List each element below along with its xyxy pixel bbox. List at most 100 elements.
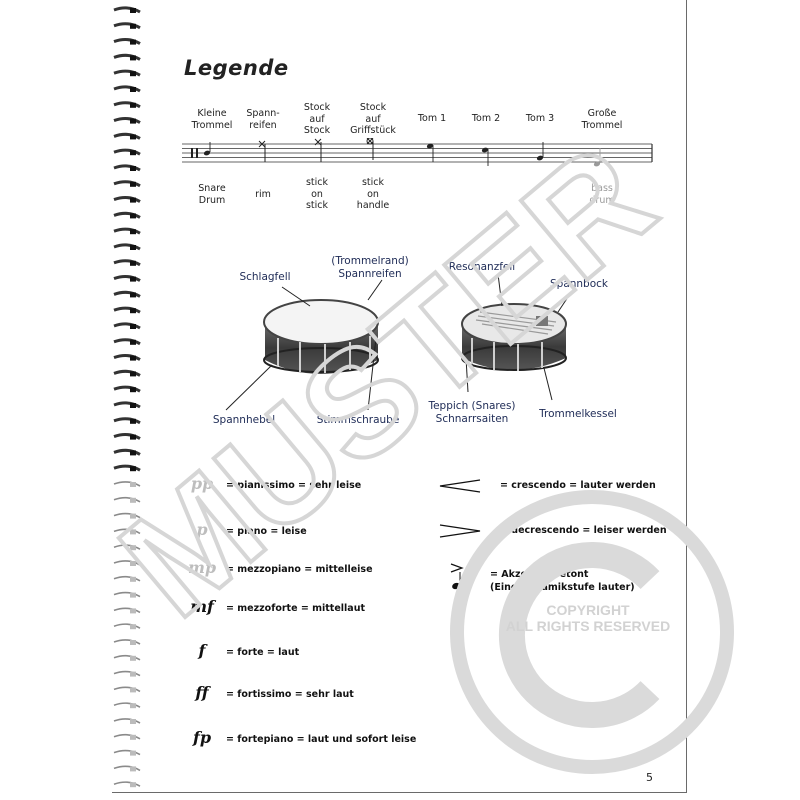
spiral-coil	[113, 623, 141, 629]
spiral-coil	[113, 132, 141, 140]
spiral-hole	[130, 355, 136, 361]
dynamic-symbol-pp: pp	[190, 474, 214, 493]
spiral-coil	[113, 749, 141, 756]
spiral-coil	[113, 560, 141, 566]
spiral-hole	[130, 71, 136, 77]
spiral-hole	[130, 229, 136, 235]
spiral-hole	[130, 8, 136, 13]
spiral-coil	[113, 322, 141, 330]
spiral-hole	[130, 308, 136, 314]
spiral-hole	[130, 482, 136, 487]
spiral-hole	[130, 181, 136, 187]
spiral-hole	[130, 150, 136, 156]
spiral-coil	[113, 639, 141, 645]
snare-drum-diagram	[225, 273, 571, 411]
spiral-hole	[130, 39, 136, 45]
spiral-hole	[130, 719, 136, 724]
dynamic-text-ff: = fortissimo = sehr laut	[226, 689, 354, 700]
spiral-coil	[113, 101, 141, 109]
spiral-coil	[113, 528, 141, 535]
spiral-coil	[113, 369, 141, 377]
label-snare-en: Snare Drum	[198, 183, 226, 206]
spiral-coil	[113, 686, 141, 693]
spiral-coil	[113, 481, 141, 487]
label-rim-de: Spann- reifen	[246, 108, 280, 131]
spiral-coil	[113, 401, 141, 409]
spiral-coil	[113, 164, 141, 172]
spiral-hole	[130, 276, 136, 282]
label-stick-on-stick-de: Stock auf Stock	[303, 102, 331, 136]
part-schlagfell: Schlagfell	[239, 271, 291, 283]
spiral-coil	[113, 148, 141, 156]
spiral-hole	[130, 545, 136, 551]
spiral-hole	[130, 655, 136, 661]
dynamic-text-fp: = fortepiano = laut und sofort leise	[226, 734, 417, 745]
hairpin-text-crescendo: = crescendo = lauter werden	[500, 480, 656, 491]
accent-text-line1: = Akzent = betont	[490, 569, 589, 580]
label-rim-en: rim	[255, 189, 271, 200]
part-spannreifen: (Trommelrand) Spannreifen	[331, 255, 409, 280]
spiral-hole	[130, 640, 136, 645]
spiral-hole	[130, 450, 136, 456]
dynamic-symbol-mp: mp	[187, 558, 217, 577]
percussion-clef	[191, 148, 198, 158]
spiral-hole	[130, 576, 136, 582]
label-bass-en: bass drum	[589, 183, 615, 206]
dynamic-symbol-ff: ff	[195, 683, 209, 702]
spiral-coil	[113, 591, 141, 598]
spiral-hole	[130, 529, 136, 535]
page-title: Legende	[184, 56, 289, 80]
spiral-coil	[113, 464, 141, 472]
drum-right	[461, 303, 567, 371]
spiral-coil	[113, 227, 141, 235]
spiral-hole	[130, 102, 136, 108]
spiral-hole	[130, 403, 136, 408]
spiral-hole	[130, 166, 136, 171]
part-spannhebel: Spannhebel	[212, 414, 276, 426]
dynamic-symbol-p: p	[196, 520, 208, 539]
spiral-hole	[130, 497, 136, 503]
spiral-coil	[113, 290, 141, 298]
spiral-coil	[113, 702, 141, 708]
spiral-coil	[113, 781, 141, 787]
notation-staff	[182, 138, 653, 167]
spiral-coil	[113, 69, 141, 77]
dynamic-symbol-mf: mf	[190, 597, 214, 616]
label-stick-on-handle-de: Stock auf Griffstück	[350, 102, 396, 136]
spiral-hole	[130, 324, 136, 329]
spiral-coil	[113, 496, 141, 503]
spiral-coil	[113, 22, 141, 30]
spiral-coil	[113, 448, 141, 456]
pointer-arrows	[225, 273, 571, 411]
spiral-coil	[113, 575, 141, 582]
spiral-coil	[113, 306, 141, 314]
spiral-coil	[113, 654, 141, 661]
spiral-hole	[130, 734, 136, 740]
spiral-coil	[113, 117, 141, 124]
decrescendo-hairpin	[439, 524, 481, 538]
spiral-hole	[130, 766, 136, 772]
spiral-hole	[130, 561, 136, 566]
spiral-hole	[130, 371, 136, 377]
spiral-hole	[130, 782, 136, 788]
spiral-hole	[130, 434, 136, 440]
spiral-hole	[130, 118, 136, 124]
label-bass-de: Große Trommel	[581, 108, 623, 131]
part-stimmschraube: Stimmschraube	[316, 414, 400, 426]
spiral-coil	[113, 338, 141, 346]
label-tom3: Tom 3	[525, 113, 555, 124]
spiral-coil	[113, 211, 141, 219]
crescendo-hairpin	[439, 479, 481, 493]
spiral-coil	[113, 718, 141, 724]
spiral-hole	[130, 213, 136, 219]
spiral-hole	[130, 197, 136, 203]
dynamic-text-f: = forte = laut	[226, 647, 300, 658]
note-tom3	[536, 142, 544, 161]
spiral-coil	[113, 670, 141, 677]
spiral-coil	[113, 180, 141, 188]
spiral-coil	[113, 512, 141, 519]
spiral-hole	[130, 245, 136, 250]
dynamic-text-mf: = mezzoforte = mittellaut	[226, 603, 366, 614]
spiral-hole	[130, 134, 136, 140]
spiral-hole	[130, 387, 136, 393]
